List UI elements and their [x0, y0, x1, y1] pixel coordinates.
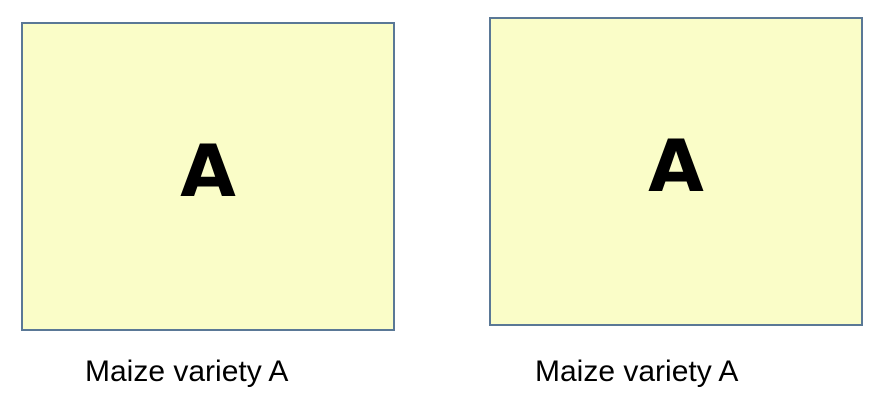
plot-left-letter: A	[180, 128, 236, 213]
plot-right-caption: Maize variety A	[535, 355, 739, 388]
plot-right: A	[489, 17, 863, 326]
plot-right-letter: A	[648, 123, 704, 208]
plot-left-caption: Maize variety A	[85, 355, 289, 388]
plot-left: A	[21, 22, 395, 331]
